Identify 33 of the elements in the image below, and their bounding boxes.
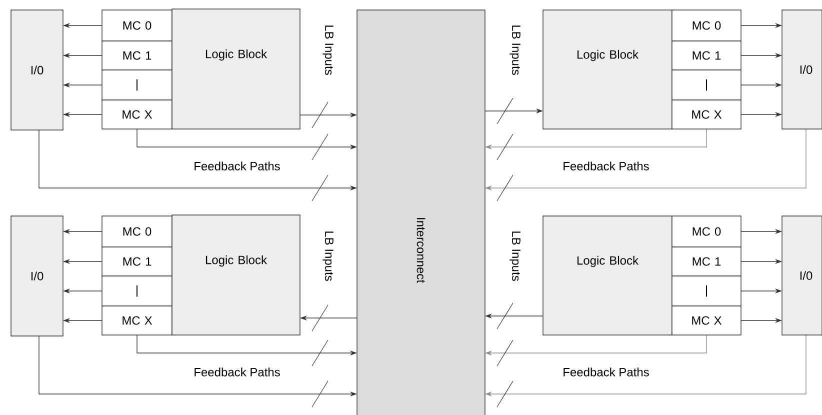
logic-block: Logic Block bbox=[542, 10, 672, 130]
macrocell: MC 0 bbox=[102, 216, 172, 248]
macrocell: MC X bbox=[672, 306, 742, 336]
bus-label: Feedback Paths bbox=[194, 368, 280, 376]
bus-label: Feedback Paths bbox=[564, 162, 649, 170]
io-box: I/0 bbox=[782, 10, 822, 130]
io-box: I/0 bbox=[782, 216, 822, 336]
logic-block: Logic Block bbox=[172, 214, 300, 336]
logic-block: Logic Block bbox=[542, 216, 672, 336]
io-box: I/0 bbox=[10, 10, 64, 130]
macrocell: | bbox=[102, 276, 172, 306]
interconnect-bar: Interconnect bbox=[356, 10, 486, 415]
bus-label: Feedback Paths bbox=[194, 162, 280, 170]
bus-label: LB Inputs bbox=[322, 230, 334, 282]
bus-label: LB Inputs bbox=[508, 230, 522, 282]
macrocell: MC X bbox=[102, 306, 172, 336]
macrocell: MC X bbox=[102, 100, 172, 130]
macrocell: MC 0 bbox=[672, 10, 742, 42]
macrocell: MC X bbox=[672, 100, 742, 130]
bus-label: Feedback Paths bbox=[564, 368, 649, 376]
macrocell: MC 1 bbox=[672, 246, 742, 276]
macrocell: MC 1 bbox=[102, 246, 172, 276]
macrocell: | bbox=[102, 70, 172, 100]
macrocell: MC 0 bbox=[102, 10, 172, 42]
io-box: I/0 bbox=[10, 216, 64, 336]
macrocell: MC 0 bbox=[672, 216, 742, 248]
bus-label: LB Inputs bbox=[322, 24, 334, 76]
macrocell: MC 1 bbox=[672, 40, 742, 70]
macrocell: | bbox=[672, 70, 742, 100]
macrocell: | bbox=[672, 276, 742, 306]
logic-block: Logic Block bbox=[172, 8, 300, 130]
bus-label: LB Inputs bbox=[508, 24, 522, 76]
macrocell: MC 1 bbox=[102, 40, 172, 70]
